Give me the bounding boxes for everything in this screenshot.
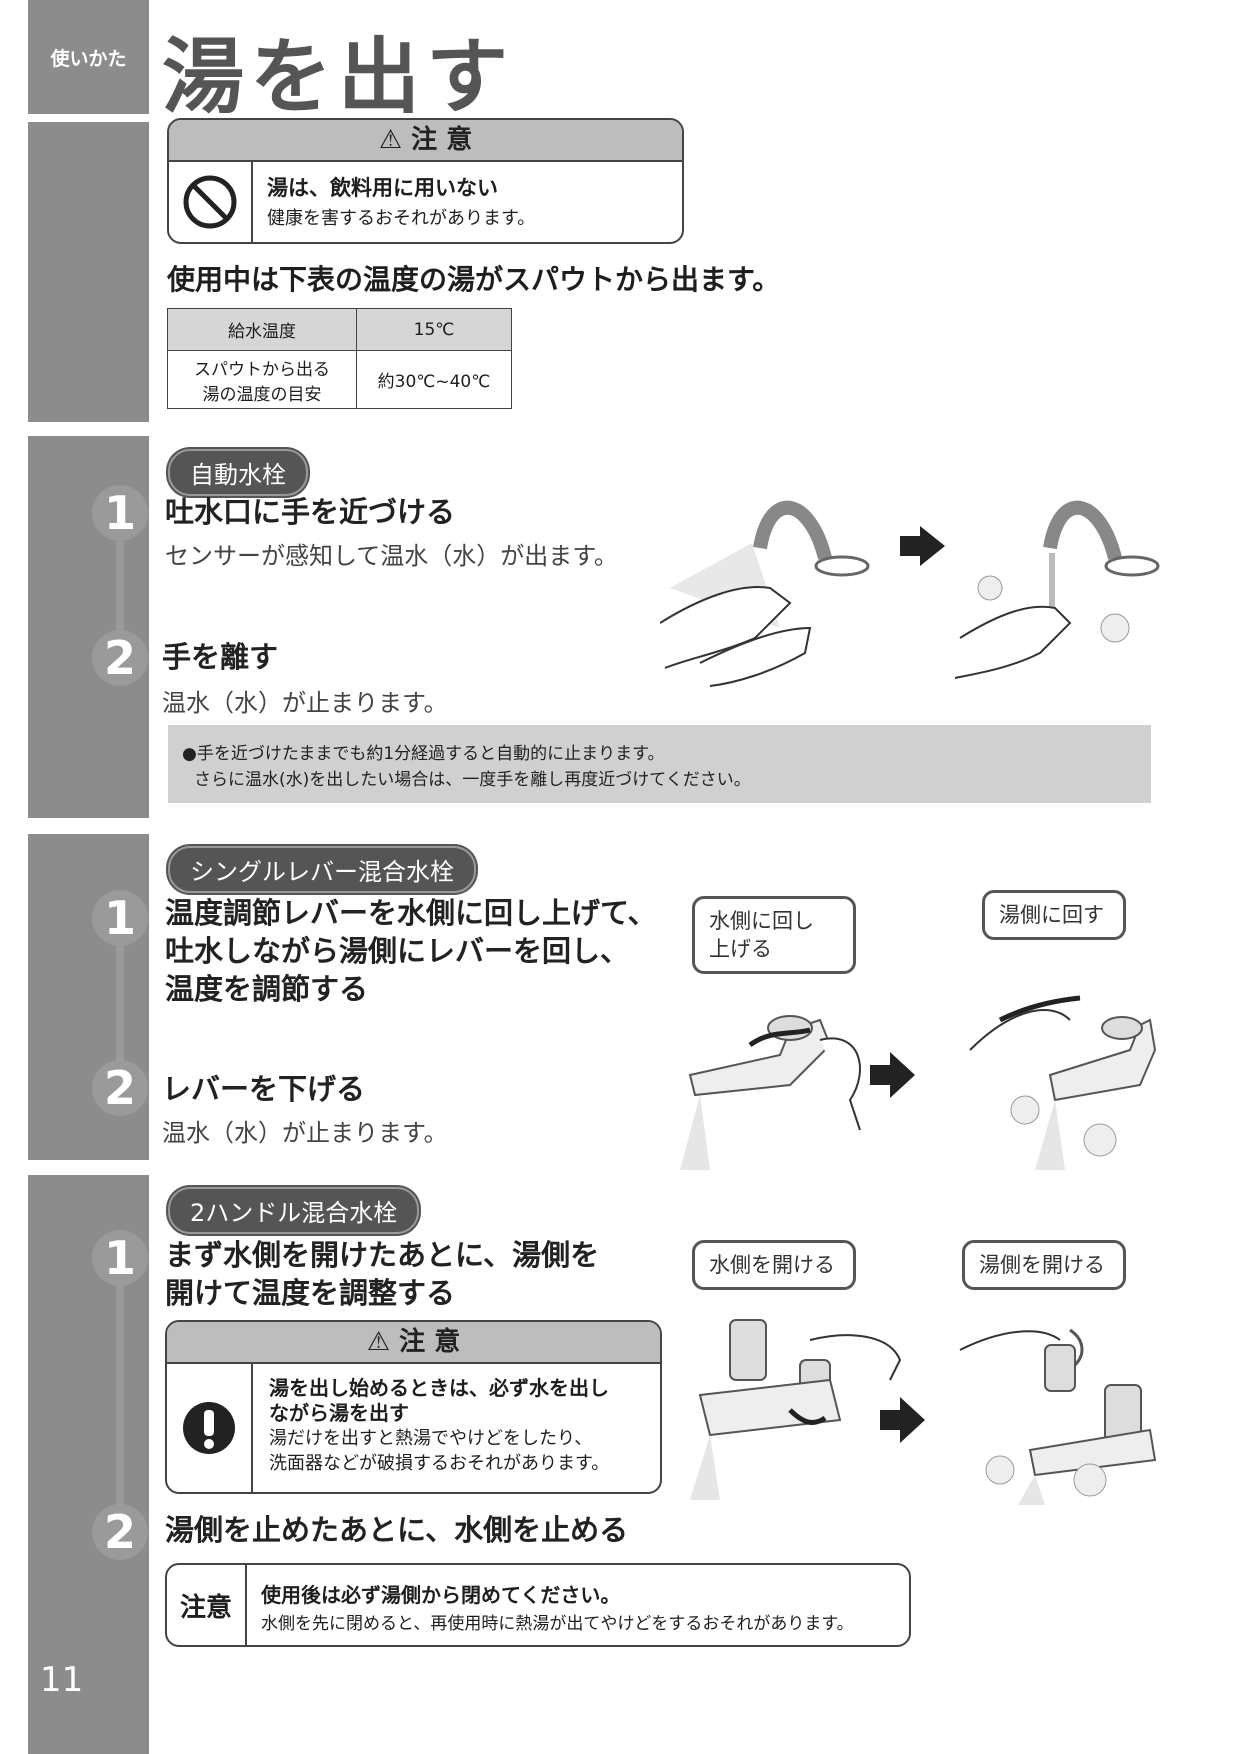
temp-table-label: 給水温度	[167, 308, 357, 351]
section-tab: 使いかた	[28, 0, 149, 114]
warning-triangle-icon: ⚠	[378, 125, 403, 155]
temp-intro: 使用中は下表の温度の湯がスパウトから出ます。	[167, 263, 781, 296]
auto-faucet-illustration	[660, 500, 1160, 687]
step-number: 2	[92, 1060, 148, 1116]
temp-table-value: 約30℃~40℃	[356, 350, 512, 409]
step-title: 温度調節レバーを水側に回し上げて、 吐水しながら湯側にレバーを回し、 温度を調節…	[165, 896, 657, 1006]
caution-heading: 注 意	[399, 1327, 461, 1357]
speech-bubble: 水側に回し上げる	[692, 896, 856, 974]
speech-bubble: 水側を開ける	[692, 1240, 856, 1290]
caution-line2: 健康を害するおそれがあります。	[267, 208, 536, 229]
caution-heading: 注 意	[411, 125, 473, 155]
page-number: 11	[40, 1660, 84, 1700]
step-number: 1	[92, 485, 148, 541]
speech-bubble: 湯側を開ける	[962, 1240, 1126, 1290]
prohibition-icon	[169, 162, 253, 242]
usage-note-label: 注意	[167, 1565, 247, 1645]
step-connector	[116, 930, 124, 1090]
single-lever-illustration	[680, 995, 1157, 1170]
step-title: 湯側を止めたあとに、水側を止める	[165, 1513, 629, 1547]
step-title: まず水側を開けたあとに、湯側を 開けて温度を調整する	[165, 1238, 600, 1310]
page-title: 湯を出す	[162, 30, 515, 125]
sidebar-band	[28, 122, 149, 422]
caution-box: ⚠ 注 意 湯は、飲料用に用いない 健康を害するおそれがあります。	[167, 118, 684, 244]
step-title: 手を離す	[162, 640, 279, 674]
step-number: 2	[92, 630, 148, 686]
usage-note-line1: 使用後は必ず湯側から閉めてください。	[261, 1583, 621, 1607]
caution-header: ⚠ 注 意	[169, 120, 682, 162]
caution-line1: 湯は、飲料用に用いない	[267, 176, 498, 200]
step-connector	[116, 520, 124, 644]
temp-table: 給水温度 15℃ スパウトから出る湯の温度の目安 約30℃~40℃	[167, 308, 512, 409]
section-tab-label: 使いかた	[50, 47, 127, 70]
temp-table-label: スパウトから出る湯の温度の目安	[167, 350, 357, 409]
step-desc: 温水（水）が止まります。	[162, 1119, 448, 1147]
caution-text: 湯を出し始めるときは、必ず水を出し ながら湯を出す	[269, 1376, 609, 1425]
step-number: 1	[92, 1230, 148, 1286]
step-desc: 温水（水）が止まります。	[162, 689, 448, 717]
auto-note-line2: さらに温水(水)を出したい場合は、一度手を離し再度近づけてください。	[194, 770, 751, 790]
step-number: 1	[92, 890, 148, 946]
auto-note-line1: ●手を近づけたままでも約1分経過すると自動的に止まります。	[182, 744, 665, 764]
speech-bubble: 湯側に回す	[982, 890, 1126, 940]
section-pill-two: 2ハンドル混合水栓	[168, 1187, 420, 1234]
section-pill-single: シングルレバー混合水栓	[168, 846, 476, 893]
step-title: レバーを下げる	[162, 1072, 366, 1106]
auto-note: ●手を近づけたままでも約1分経過すると自動的に止まります。 さらに温水(水)を出…	[168, 725, 1151, 803]
step-connector	[116, 1270, 124, 1505]
two-handle-illustration	[690, 1319, 1157, 1505]
temp-table-value: 15℃	[356, 308, 512, 351]
caution-detail: 湯だけを出すと熱湯でやけどをしたり、 洗面器などが破損するおそれがあります。	[269, 1428, 610, 1474]
usage-note-line2: 水側を先に閉めると、再使用時に熱湯が出てやけどをするおそれがあります。	[261, 1614, 854, 1634]
section-pill-auto: 自動水栓	[168, 449, 308, 496]
caution-box: ⚠ 注 意 湯を出し始めるときは、必ず水を出し ながら湯を出す 湯だけを出すと熱…	[165, 1320, 662, 1494]
usage-note: 注意 使用後は必ず湯側から閉めてください。 水側を先に閉めると、再使用時に熱湯が…	[165, 1563, 911, 1647]
exclamation-icon	[167, 1364, 253, 1492]
step-desc: センサーが感知して温水（水）が出ます。	[165, 542, 618, 570]
step-title: 吐水口に手を近づける	[165, 495, 456, 529]
warning-triangle-icon: ⚠	[366, 1327, 391, 1357]
caution-header: ⚠ 注 意	[167, 1322, 660, 1364]
step-number: 2	[92, 1504, 148, 1560]
